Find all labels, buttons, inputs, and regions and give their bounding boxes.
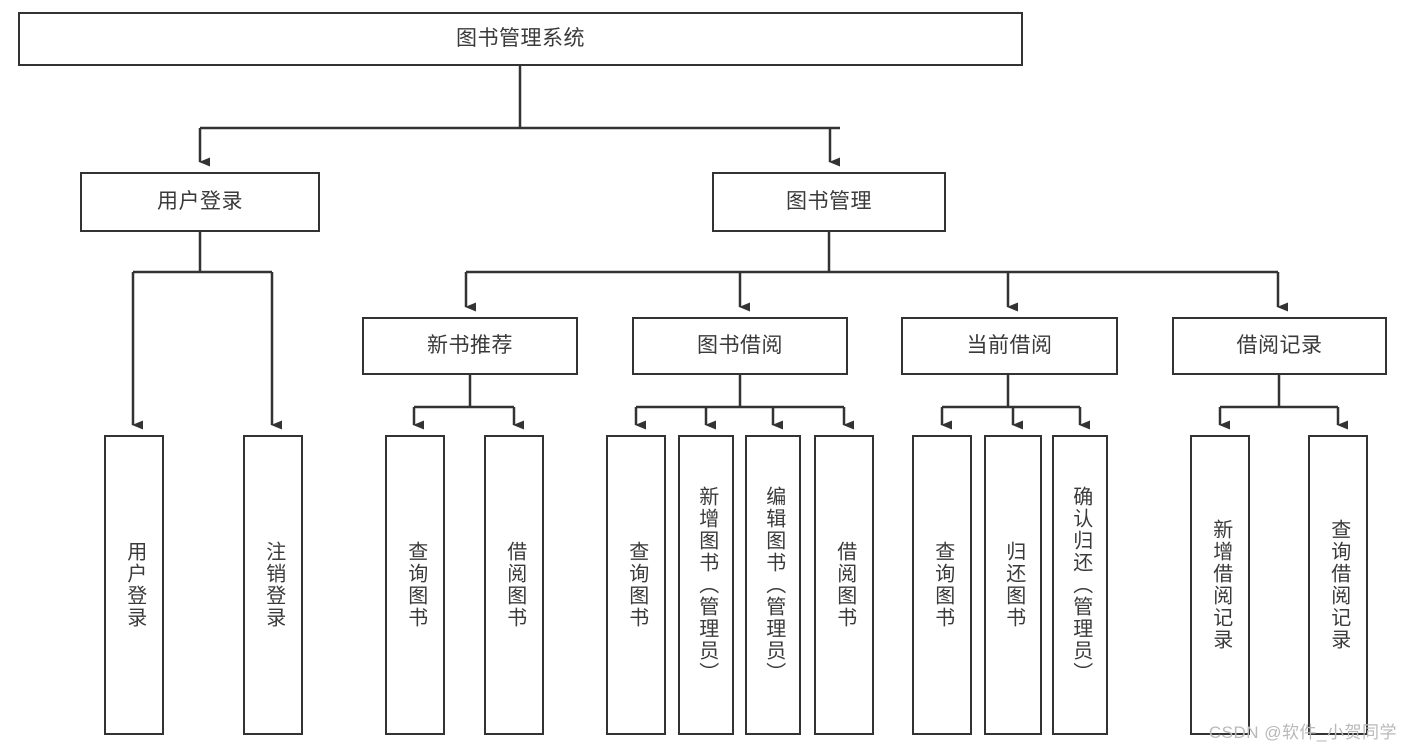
node-leaf-user-logout[interactable]: 注销登录 bbox=[243, 435, 303, 735]
node-leaf-query-book-3[interactable]: 查询图书 bbox=[912, 435, 972, 735]
node-label: 新书推荐 bbox=[427, 334, 513, 358]
node-label: 确认归还（管理员） bbox=[1069, 486, 1092, 684]
node-new-book-recommend[interactable]: 新书推荐 bbox=[362, 317, 578, 375]
node-current-borrow[interactable]: 当前借阅 bbox=[901, 317, 1118, 375]
node-book-manage[interactable]: 图书管理 bbox=[712, 172, 946, 232]
node-leaf-add-book[interactable]: 新增图书（管理员） bbox=[678, 435, 734, 735]
node-label: 当前借阅 bbox=[966, 334, 1053, 358]
node-book-borrow[interactable]: 图书借阅 bbox=[632, 317, 848, 375]
node-label: 借阅图书 bbox=[503, 541, 526, 629]
node-user-login[interactable]: 用户登录 bbox=[80, 172, 320, 232]
node-label: 归还图书 bbox=[1002, 541, 1025, 629]
node-leaf-query-record[interactable]: 查询借阅记录 bbox=[1308, 435, 1368, 735]
node-leaf-query-book-1[interactable]: 查询图书 bbox=[385, 435, 445, 735]
csdn-watermark: CSDN @软件_小贺同学 bbox=[1208, 723, 1397, 742]
node-label: 查询图书 bbox=[404, 541, 427, 629]
node-label: 查询借阅记录 bbox=[1327, 519, 1350, 651]
node-label: 图书借阅 bbox=[697, 334, 783, 358]
node-borrow-record[interactable]: 借阅记录 bbox=[1172, 317, 1387, 375]
node-label: 借阅图书 bbox=[833, 541, 856, 629]
node-label: 用户登录 bbox=[123, 541, 146, 629]
node-leaf-return-book[interactable]: 归还图书 bbox=[984, 435, 1042, 735]
node-label: 图书管理 bbox=[786, 190, 872, 214]
node-label: 新增图书（管理员） bbox=[695, 486, 718, 684]
node-label: 注销登录 bbox=[262, 541, 285, 629]
node-label: 图书管理系统 bbox=[456, 27, 585, 51]
node-leaf-edit-book[interactable]: 编辑图书（管理员） bbox=[745, 435, 801, 735]
node-leaf-query-book-2[interactable]: 查询图书 bbox=[606, 435, 666, 735]
node-label: 查询图书 bbox=[625, 541, 648, 629]
node-label: 编辑图书（管理员） bbox=[762, 486, 785, 684]
node-leaf-borrow-book-1[interactable]: 借阅图书 bbox=[484, 435, 544, 735]
node-leaf-borrow-book-2[interactable]: 借阅图书 bbox=[814, 435, 874, 735]
node-label: 借阅记录 bbox=[1236, 334, 1323, 358]
node-label: 用户登录 bbox=[157, 190, 243, 214]
node-leaf-user-login[interactable]: 用户登录 bbox=[104, 435, 164, 735]
node-leaf-confirm-return[interactable]: 确认归还（管理员） bbox=[1052, 435, 1108, 735]
node-root-system[interactable]: 图书管理系统 bbox=[18, 12, 1023, 66]
node-leaf-add-record[interactable]: 新增借阅记录 bbox=[1190, 435, 1250, 735]
node-label: 查询图书 bbox=[931, 541, 954, 629]
node-label: 新增借阅记录 bbox=[1209, 519, 1232, 651]
